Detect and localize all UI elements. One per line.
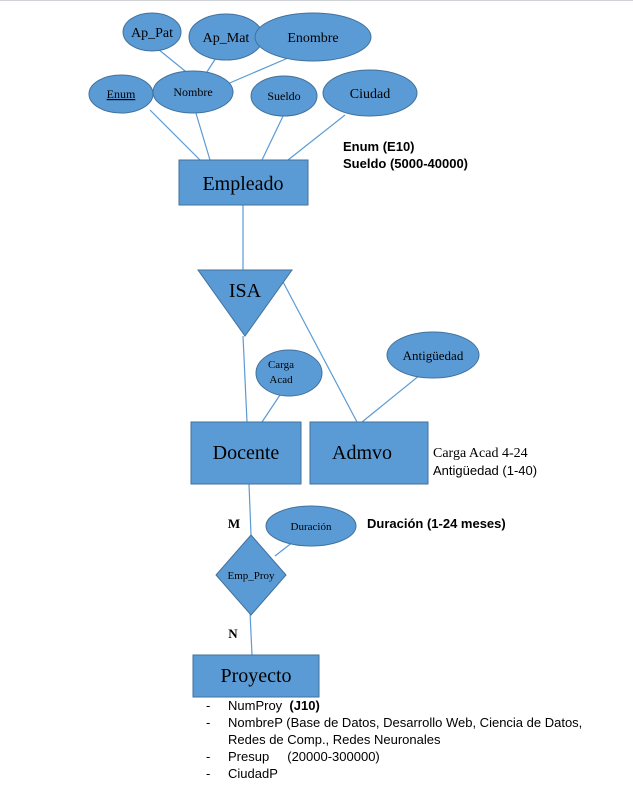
attr-sueldo (250, 75, 318, 117)
label-nombre: Nombre (173, 85, 212, 99)
line-sueldo-empleado (261, 111, 286, 161)
label-duracion: Duración (291, 521, 332, 533)
cardinality-m: M (228, 516, 240, 531)
note-antiguedad: Antigüedad (1-40) (433, 463, 538, 478)
entity-docente (190, 421, 302, 485)
line-antiguedad-admvo (361, 374, 421, 423)
attr-numproy-name: NumProy (228, 698, 283, 713)
attr-duracion (265, 505, 357, 547)
list-item: NombreP (Base de Datos, Desarrollo Web, … (200, 714, 620, 748)
label-ap-mat: Ap_Mat (203, 31, 250, 46)
relationship-emp-proy (215, 534, 287, 616)
attr-ciudad (322, 69, 418, 117)
attr-numproy-value: (J10) (289, 698, 320, 713)
list-item: Presup (20000-300000) (200, 748, 620, 765)
list-item: NumProy (J10) (200, 697, 620, 714)
entity-empleado (178, 159, 309, 206)
label-carga-acad-2: Acad (269, 374, 293, 386)
proyecto-attributes-list: NumProy (J10) NombreP (Base de Datos, De… (200, 697, 620, 782)
attr-ciudadp: CiudadP (228, 766, 278, 781)
attr-presup: Presup (20000-300000) (228, 749, 380, 764)
label-empleado: Empleado (202, 173, 283, 195)
line-isa-docente (242, 335, 248, 423)
label-ap-pat: Ap_Pat (131, 26, 173, 41)
label-proyecto: Proyecto (220, 665, 291, 687)
attr-ap-pat (122, 12, 182, 52)
list-item: CiudadP (200, 765, 620, 782)
label-emp-proy: Emp_Proy (227, 570, 275, 582)
top-border (0, 0, 633, 1)
entity-proyecto (192, 654, 320, 698)
label-ciudad: Ciudad (350, 87, 390, 102)
line-isa-admvo (281, 279, 358, 423)
entity-admvo (309, 421, 429, 485)
attr-enombre (254, 12, 372, 62)
line-docente-empproy (248, 483, 252, 536)
attr-nombre (152, 70, 234, 114)
attr-nombrep-line1: NombreP (Base de Datos, Desarrollo Web, … (228, 715, 583, 730)
attr-antiguedad (386, 331, 480, 379)
label-isa: ISA (229, 280, 262, 302)
line-enum-empleado (149, 109, 201, 161)
label-enombre: Enombre (287, 31, 338, 46)
label-enum: Enum (107, 87, 136, 101)
line-nombre-empleado (194, 109, 211, 161)
line-ciudad-empleado (287, 114, 346, 161)
label-docente: Docente (213, 442, 280, 464)
note-sueldo: Sueldo (5000-40000) (343, 156, 469, 171)
label-admvo: Admvo (332, 442, 392, 464)
label-antiguedad: Antigüedad (403, 348, 464, 363)
shapes (88, 12, 480, 698)
line-empproy-proyecto (249, 611, 253, 656)
line-enombre-nombre (224, 54, 296, 86)
note-carga-acad: Carga Acad 4-24 (433, 446, 528, 461)
label-sueldo: Sueldo (267, 89, 300, 103)
isa-triangle (197, 269, 293, 337)
note-duracion: Duración (1-24 meses) (367, 516, 506, 531)
attr-nombrep-line2: Redes de Comp., Redes Neuronales (228, 732, 441, 747)
line-cargaacad-docente (261, 391, 283, 423)
attr-carga-acad (255, 349, 323, 397)
label-carga-acad-1: Carga (268, 359, 294, 371)
note-enum: Enum (E10) (343, 139, 415, 154)
cardinality-n: N (228, 626, 238, 641)
